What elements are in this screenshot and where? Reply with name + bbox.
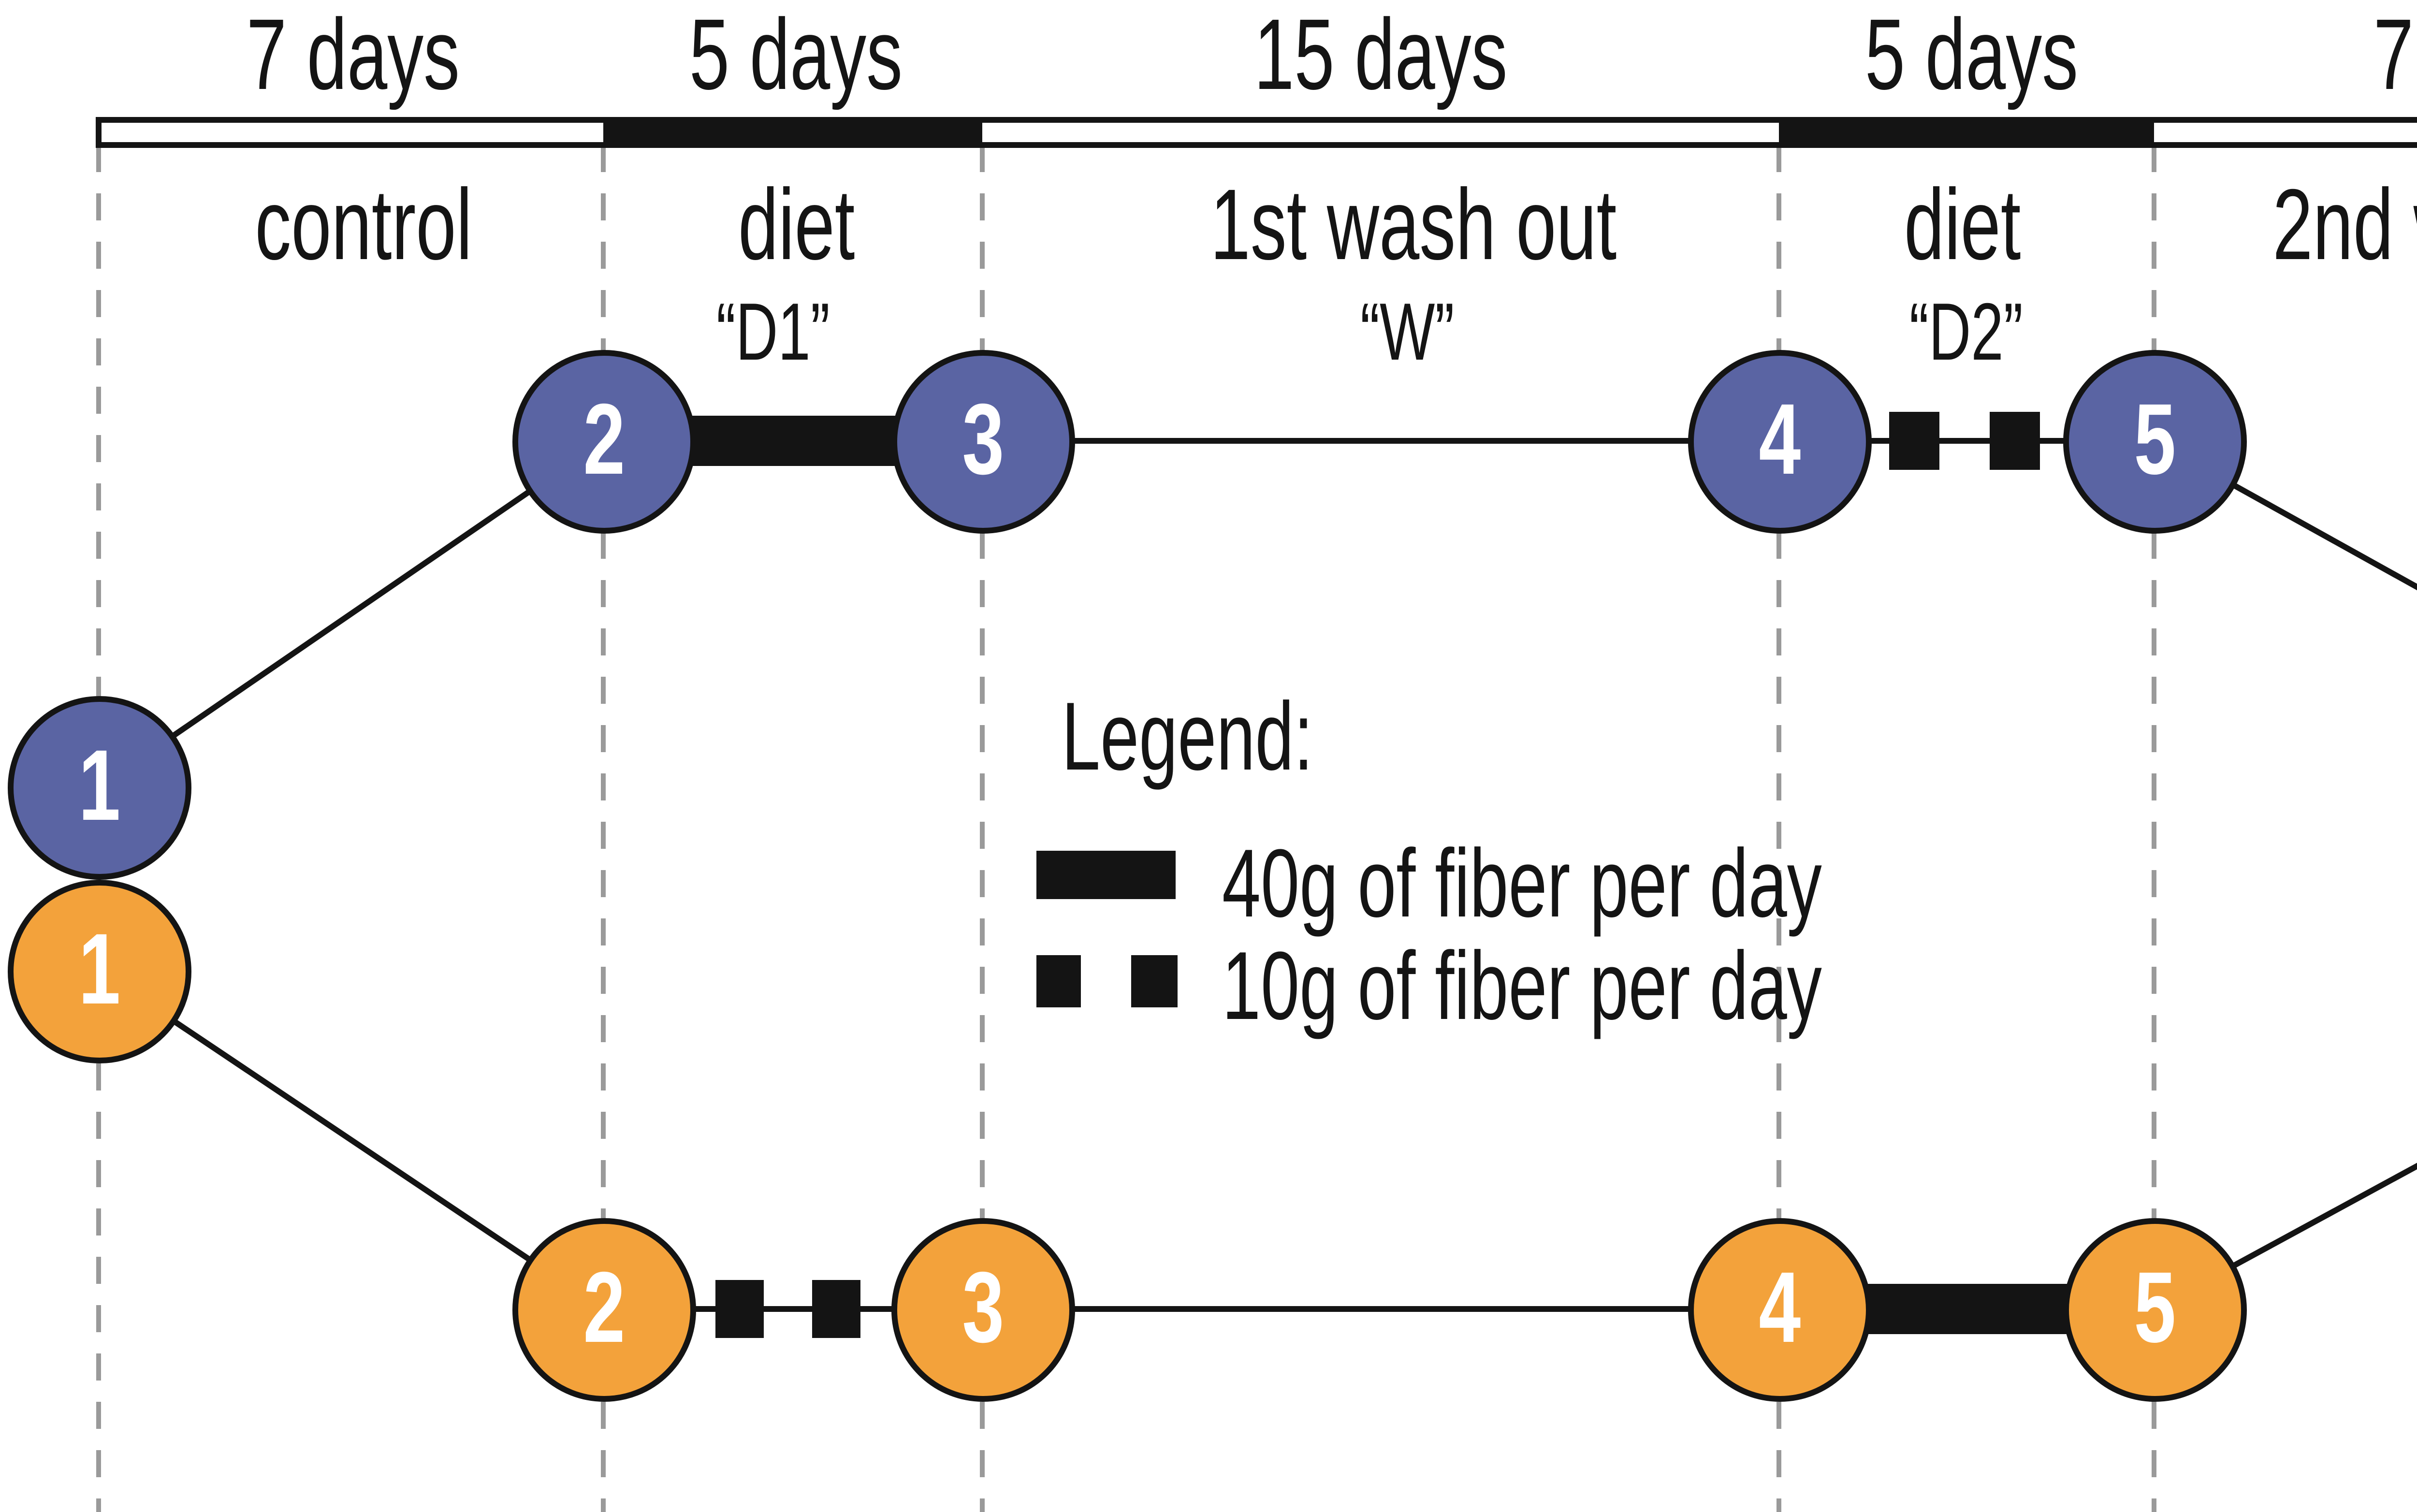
legend-40g-bar-icon bbox=[1036, 851, 1176, 899]
node-orange-2: 2 bbox=[511, 1217, 695, 1401]
connector-orange-1-2 bbox=[97, 968, 605, 1311]
legend-10g-square-icon bbox=[1131, 955, 1178, 1007]
phase-label-control: control bbox=[255, 170, 472, 282]
code-label-d2: “D2” bbox=[1909, 286, 2024, 377]
fiber-10g-square-orange-a bbox=[715, 1280, 764, 1338]
duration-label-control: 7 days bbox=[247, 0, 461, 112]
duration-label-washout1: 15 days bbox=[1253, 0, 1508, 112]
node-blue-2: 2 bbox=[511, 349, 695, 533]
node-blue-1: 1 bbox=[7, 695, 190, 879]
fiber-10g-square-orange-b bbox=[812, 1280, 860, 1338]
node-orange-5: 5 bbox=[2063, 1217, 2247, 1401]
duration-label-washout2: 7 days bbox=[2374, 0, 2417, 112]
node-blue-3: 3 bbox=[890, 349, 1074, 533]
node-orange-1: 1 bbox=[7, 879, 190, 1062]
legend-title: Legend: bbox=[1062, 683, 1313, 791]
duration-label-diet2: 5 days bbox=[1865, 0, 2079, 112]
connector-blue-1-2 bbox=[97, 438, 605, 789]
phase-label-diet2: diet bbox=[1904, 170, 2021, 282]
code-label-d1: “D1” bbox=[716, 286, 830, 377]
fiber-10g-square-blue-b bbox=[1990, 412, 2040, 470]
timeline-diet1-segment bbox=[603, 117, 982, 148]
timeline-diet2-segment bbox=[1779, 117, 2154, 148]
code-label-w: “W” bbox=[1360, 286, 1455, 377]
legend-item-10g: 10g of fiber per day bbox=[1222, 932, 1822, 1040]
phase-label-washout2: 2nd wash out bbox=[2272, 170, 2417, 282]
phase-label-washout1: 1st wash out bbox=[1210, 170, 1617, 282]
node-orange-4: 4 bbox=[1687, 1217, 1871, 1401]
legend-10g-square-icon bbox=[1036, 955, 1081, 1007]
node-orange-3: 3 bbox=[890, 1217, 1074, 1401]
connector-blue-5-6 bbox=[2153, 438, 2417, 591]
legend-item-40g: 40g of fiber per day bbox=[1222, 829, 1822, 938]
duration-label-diet1: 5 days bbox=[690, 0, 903, 112]
fiber-10g-square-blue-a bbox=[1889, 412, 1939, 470]
fiber-40g-bar-blue-2-3 bbox=[681, 416, 905, 466]
node-blue-5: 5 bbox=[2063, 349, 2247, 533]
phase-label-diet1: diet bbox=[738, 170, 855, 282]
fiber-10g-squares bbox=[715, 412, 2040, 1338]
fiber-40g-bar-orange-4-5 bbox=[1852, 1284, 2081, 1334]
connector-orange-5-6 bbox=[2153, 1163, 2417, 1312]
node-blue-4: 4 bbox=[1687, 349, 1871, 533]
